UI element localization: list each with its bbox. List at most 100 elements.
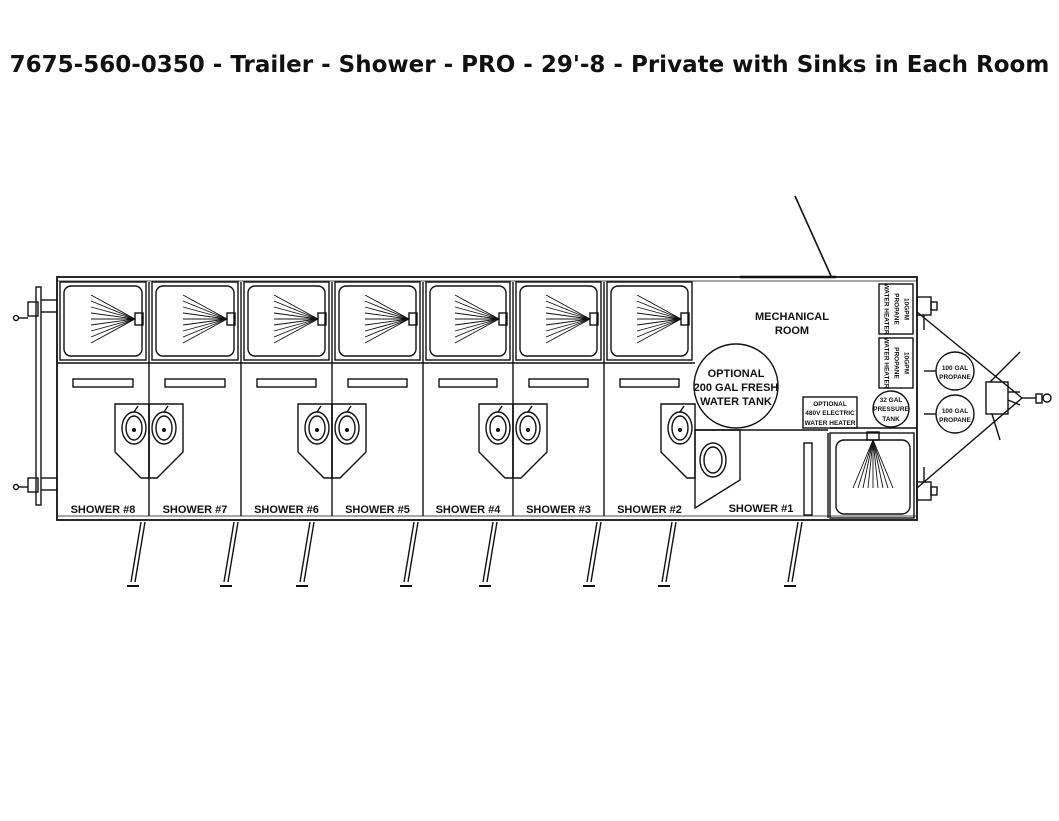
spray-line xyxy=(90,294,136,320)
propane-heater-label-2: 10GPM xyxy=(902,352,909,374)
spray-line xyxy=(182,318,228,338)
faucet-icon xyxy=(133,405,139,413)
shower-bench xyxy=(164,378,226,388)
spray-line xyxy=(454,318,500,332)
spray-line xyxy=(454,294,500,320)
shower-room-6: SHOWER #6 xyxy=(240,281,333,516)
leveling-jack xyxy=(400,521,419,587)
spray-line xyxy=(454,300,500,320)
faucet-icon xyxy=(316,405,322,413)
spray-line xyxy=(90,318,136,338)
shower-label: SHOWER #2 xyxy=(617,504,682,516)
spray-line xyxy=(852,439,874,489)
shower-stall xyxy=(425,281,511,361)
spray-line xyxy=(636,318,682,326)
shower-label: SHOWER #4 xyxy=(436,504,502,516)
spray-line xyxy=(867,439,874,489)
sink-drain xyxy=(132,428,136,432)
spray-line xyxy=(545,294,591,320)
pressure-tank-label: TANK xyxy=(882,416,900,423)
spray-line xyxy=(90,318,136,332)
sink-drain xyxy=(678,428,682,432)
spray-line xyxy=(90,306,136,320)
shower-bench xyxy=(347,378,408,388)
mechanical-room-label: MECHANICAL xyxy=(755,311,829,323)
spray-line xyxy=(545,318,591,326)
shower-1-stall xyxy=(829,432,915,519)
sink-bowl xyxy=(489,415,507,441)
leveling-jack xyxy=(784,521,803,587)
spray-line xyxy=(273,300,319,320)
faucet-icon xyxy=(497,405,503,413)
shower-1-bench xyxy=(803,442,813,516)
spray-line xyxy=(90,300,136,320)
antenna xyxy=(794,195,832,277)
jack-leg xyxy=(403,521,415,583)
spray-line xyxy=(454,318,500,326)
propane-water-heater-2 xyxy=(878,337,914,389)
spray-line xyxy=(364,318,410,332)
sink-drain xyxy=(526,428,530,432)
shower-label: SHOWER #5 xyxy=(345,504,410,516)
spray-line xyxy=(454,318,500,344)
shower-label: SHOWER #6 xyxy=(254,504,319,516)
rear-bumper xyxy=(12,286,57,506)
propane-heater-label-1: PROPANE xyxy=(892,293,899,325)
fresh-water-tank xyxy=(693,343,779,429)
jack-leg xyxy=(590,521,602,583)
sink-counter xyxy=(512,403,548,479)
shower-stall xyxy=(515,281,602,361)
spray-line xyxy=(545,300,591,320)
sink-counter xyxy=(660,403,696,479)
electric-heater-label: 480V ELECTRIC xyxy=(805,410,855,417)
page-title: 7675-560-0350 - Trailer - Shower - PRO -… xyxy=(9,52,1050,78)
faucet-icon xyxy=(679,405,685,413)
spray-line xyxy=(636,318,682,344)
shower-room-7: SHOWER #7 xyxy=(148,281,241,516)
sink-bowl xyxy=(519,415,537,441)
jack-leg xyxy=(661,521,673,583)
sink-counter xyxy=(331,403,367,479)
sink-drain xyxy=(315,428,319,432)
sink-bowl xyxy=(125,415,143,441)
spray-line xyxy=(636,318,682,332)
sink-drain xyxy=(162,428,166,432)
pressure-tank-label: PRESSURE xyxy=(873,406,909,413)
shower-pan xyxy=(338,285,417,357)
spray-line xyxy=(872,439,879,489)
jack-leg xyxy=(303,521,315,583)
sink-bowl xyxy=(338,415,356,441)
jack-leg xyxy=(665,521,677,583)
leveling-jack xyxy=(296,521,315,587)
sink-bowl xyxy=(308,415,326,441)
shower-stall xyxy=(243,281,330,361)
leveling-jack xyxy=(583,521,602,587)
spray-line xyxy=(182,294,228,320)
spray-line xyxy=(857,439,874,489)
spray-line xyxy=(273,306,319,320)
spray-line xyxy=(182,306,228,320)
propane-heater-label-1: 10GPM xyxy=(902,298,909,320)
jack-leg xyxy=(791,521,803,583)
faucet-icon xyxy=(527,405,533,413)
propane-water-heater-1 xyxy=(878,283,914,335)
spray-line xyxy=(90,318,136,326)
leveling-jack xyxy=(127,521,146,587)
spray-line xyxy=(545,318,591,338)
jack-leg xyxy=(299,521,311,583)
propane-heater-label-1: WATER HEATER xyxy=(882,283,889,334)
spray-line xyxy=(182,318,228,326)
spray-line xyxy=(364,300,410,320)
shower-bench xyxy=(438,378,498,388)
shower-1-spray xyxy=(852,431,894,489)
sink-counter xyxy=(114,403,150,479)
spray-line xyxy=(636,300,682,320)
spray-line xyxy=(364,312,410,320)
front-hitch xyxy=(916,296,1052,501)
spray-line xyxy=(636,312,682,320)
spray-line xyxy=(636,294,682,320)
jack-leg xyxy=(486,521,498,583)
propane-heater-label-2: PROPANE xyxy=(892,347,899,379)
spray-line xyxy=(454,306,500,320)
